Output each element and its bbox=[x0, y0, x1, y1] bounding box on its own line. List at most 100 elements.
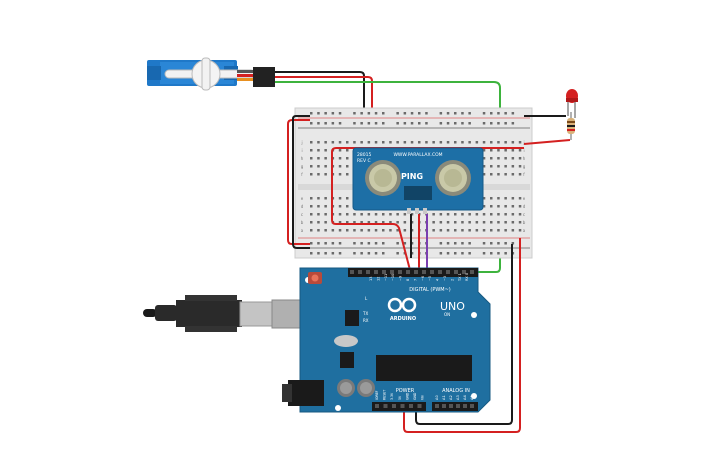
digital-pin-label: TX 1 bbox=[458, 273, 462, 282]
breadboard-hole bbox=[338, 242, 342, 245]
breadboard-hole bbox=[367, 122, 371, 125]
breadboard-hole bbox=[461, 252, 464, 255]
breadboard-hole bbox=[518, 197, 522, 200]
breadboard-hole bbox=[504, 149, 507, 152]
breadboard-hole bbox=[490, 205, 493, 208]
breadboard-hole bbox=[403, 213, 407, 216]
breadboard-hole bbox=[360, 221, 363, 224]
led-wires bbox=[523, 115, 571, 145]
breadboard-hole bbox=[346, 197, 349, 200]
breadboard-hole bbox=[511, 112, 515, 115]
breadboard-hole bbox=[410, 112, 414, 115]
breadboard-hole bbox=[338, 252, 342, 255]
breadboard-hole bbox=[310, 213, 313, 216]
breadboard-hole bbox=[497, 149, 500, 152]
breadboard-hole bbox=[374, 141, 378, 144]
arduino-infinity-logo bbox=[387, 297, 417, 313]
digital-pin-label: ~6 bbox=[421, 276, 425, 281]
breadboard-hole bbox=[490, 173, 493, 176]
header-hole bbox=[382, 270, 386, 274]
breadboard-hole bbox=[324, 149, 327, 152]
breadboard-hole bbox=[518, 149, 522, 152]
breadboard-hole bbox=[497, 205, 500, 208]
breadboard-hole bbox=[346, 157, 349, 160]
breadboard-row-letter: d bbox=[301, 204, 304, 209]
breadboard-hole bbox=[382, 242, 385, 245]
breadboard-hole bbox=[374, 221, 378, 224]
breadboard-hole bbox=[410, 122, 414, 125]
breadboard-hole bbox=[360, 141, 363, 144]
breadboard-hole bbox=[504, 141, 507, 144]
breadboard-hole bbox=[454, 122, 457, 125]
breadboard-hole bbox=[310, 197, 313, 200]
breadboard-hole bbox=[482, 173, 486, 176]
breadboard-hole bbox=[490, 213, 493, 216]
breadboard-hole bbox=[468, 252, 471, 255]
breadboard-hole bbox=[374, 112, 378, 115]
breadboard-hole bbox=[338, 165, 342, 168]
breadboard-hole bbox=[324, 157, 327, 160]
breadboard-hole bbox=[396, 122, 399, 125]
breadboard-hole bbox=[482, 112, 486, 115]
breadboard-hole bbox=[367, 242, 371, 245]
breadboard-hole bbox=[317, 112, 320, 115]
breadboard-hole bbox=[410, 242, 414, 245]
breadboard-hole bbox=[317, 205, 320, 208]
breadboard-row-letter: a bbox=[301, 228, 304, 233]
breadboard-row-letter: e bbox=[523, 196, 526, 201]
digital-pin-label: 8 bbox=[406, 279, 410, 281]
breadboard-hole bbox=[310, 221, 313, 224]
analog-pin-label: A3 bbox=[456, 395, 460, 400]
breadboard-hole bbox=[425, 141, 428, 144]
breadboard-hole bbox=[432, 213, 435, 216]
breadboard-hole bbox=[410, 252, 414, 255]
power-label: POWER bbox=[396, 388, 415, 394]
breadboard-hole bbox=[353, 252, 356, 255]
breadboard-hole bbox=[310, 229, 313, 232]
breadboard-row-letter: i bbox=[301, 148, 302, 153]
breadboard-hole bbox=[410, 229, 414, 232]
breadboard-hole bbox=[324, 112, 327, 115]
breadboard-hole bbox=[317, 122, 320, 125]
breadboard-hole bbox=[482, 221, 486, 224]
breadboard-hole bbox=[504, 205, 507, 208]
breadboard-hole bbox=[317, 173, 320, 176]
breadboard-hole bbox=[331, 229, 335, 232]
rx-label: RX bbox=[363, 318, 369, 323]
breadboard-hole bbox=[367, 229, 371, 232]
breadboard-hole bbox=[432, 141, 435, 144]
breadboard-hole bbox=[324, 173, 327, 176]
breadboard-hole bbox=[497, 197, 500, 200]
breadboard-hole bbox=[511, 197, 515, 200]
analog-label: ANALOG IN bbox=[442, 388, 470, 394]
breadboard-hole bbox=[504, 157, 507, 160]
header-hole bbox=[374, 270, 378, 274]
rail-wires bbox=[287, 115, 310, 249]
breadboard-hole bbox=[418, 112, 421, 115]
breadboard-hole bbox=[353, 242, 356, 245]
breadboard-hole bbox=[324, 229, 327, 232]
breadboard-hole bbox=[497, 141, 500, 144]
breadboard-hole bbox=[482, 252, 486, 255]
breadboard-hole bbox=[439, 141, 443, 144]
breadboard-hole bbox=[310, 149, 313, 152]
header-hole bbox=[442, 404, 446, 408]
breadboard-hole bbox=[432, 221, 435, 224]
breadboard-hole bbox=[338, 122, 342, 125]
breadboard-hole bbox=[389, 221, 392, 224]
breadboard-hole bbox=[353, 221, 356, 224]
breadboard-hole bbox=[317, 165, 320, 168]
breadboard-hole bbox=[317, 229, 320, 232]
breadboard-hole bbox=[490, 221, 493, 224]
breadboard-row-letter: j bbox=[522, 140, 524, 145]
analog-pin-label: A2 bbox=[449, 395, 453, 400]
breadboard-hole bbox=[446, 252, 450, 255]
header-hole bbox=[390, 270, 394, 274]
breadboard-hole bbox=[324, 242, 327, 245]
breadboard-hole bbox=[360, 229, 363, 232]
breadboard-hole bbox=[331, 112, 335, 115]
breadboard-hole bbox=[374, 252, 378, 255]
breadboard-hole bbox=[382, 122, 385, 125]
